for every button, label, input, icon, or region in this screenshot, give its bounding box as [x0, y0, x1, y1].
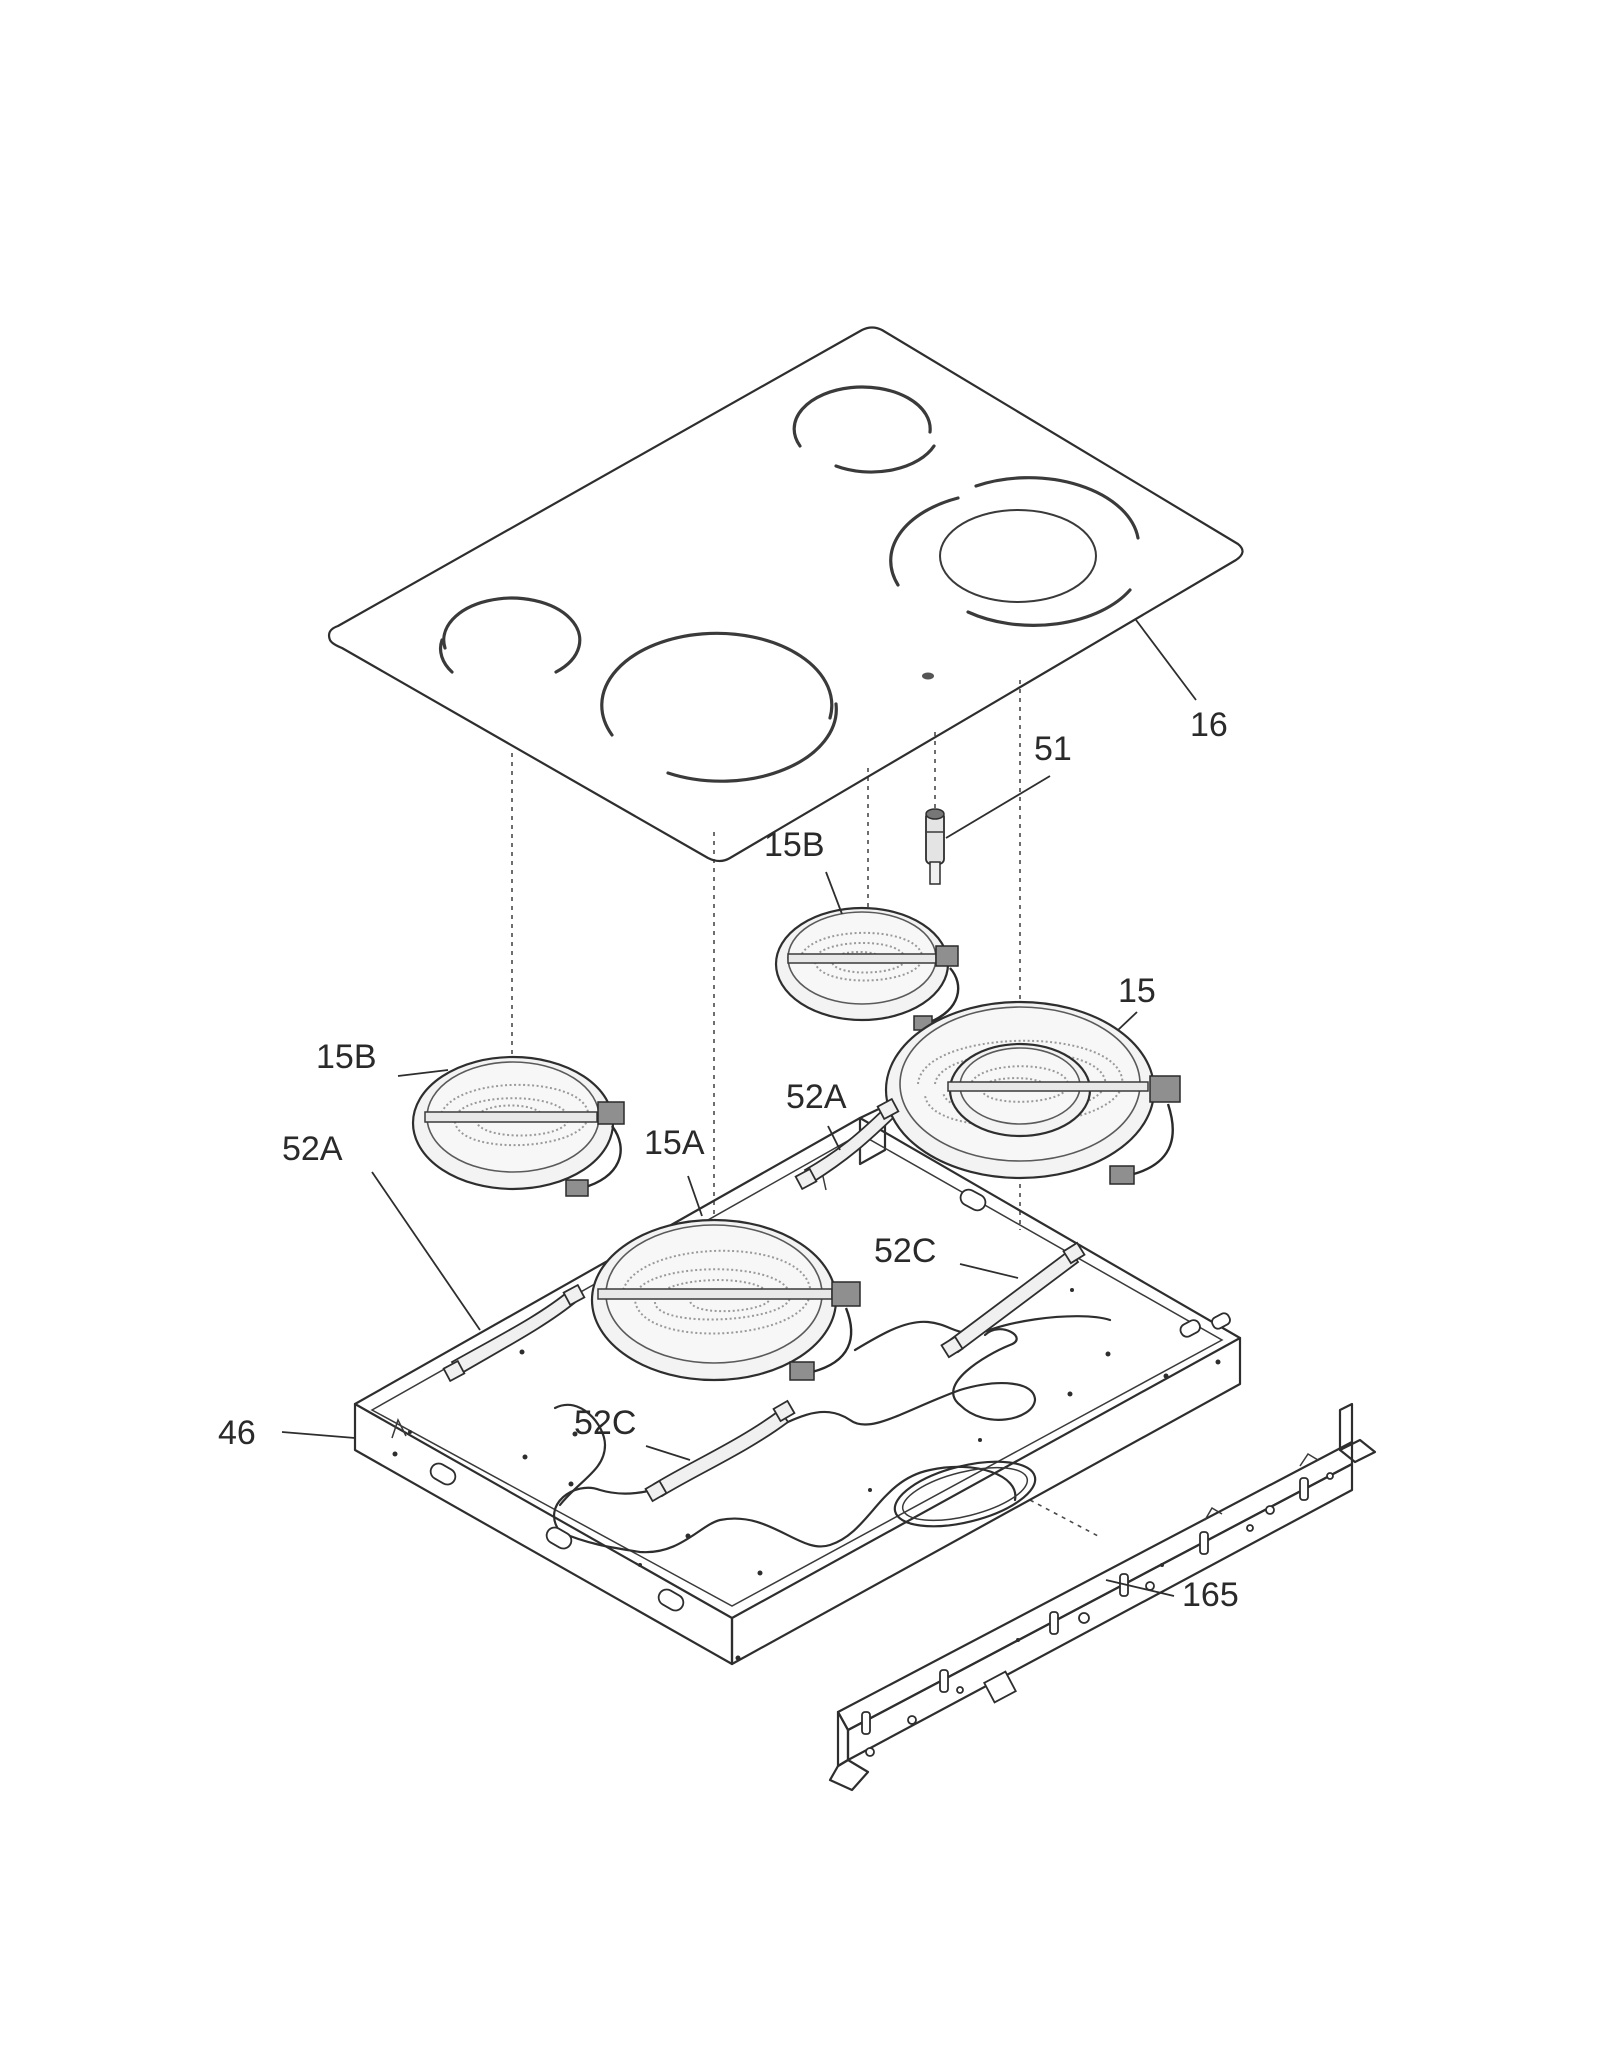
callout-16: 16	[1190, 706, 1228, 744]
callout-52c-bottom: 52C	[574, 1404, 636, 1442]
dual-radiant-element-15	[884, 1000, 1181, 1185]
mounting-bracket	[828, 1402, 1377, 1792]
callout-labels: 16 51 15B 15 15B 52A 15A 52A 52C 46 52C …	[218, 706, 1239, 1614]
indicator-lamp	[925, 808, 945, 885]
callout-51: 51	[1034, 730, 1072, 768]
callout-46: 46	[218, 1414, 256, 1452]
radiant-element-15a	[590, 1218, 861, 1382]
strap-52c-bottom	[644, 1399, 796, 1503]
callout-15b-left: 15B	[316, 1038, 377, 1076]
radiant-element-15b-left	[411, 1055, 625, 1197]
callout-15a: 15A	[644, 1124, 705, 1162]
radiant-element-15b-top	[774, 906, 960, 1031]
glass-cooktop	[327, 326, 1244, 863]
callout-165: 165	[1182, 1576, 1239, 1614]
callout-15: 15	[1118, 972, 1156, 1010]
callout-15b-top: 15B	[764, 826, 825, 864]
callout-52a-left: 52A	[282, 1130, 343, 1168]
callout-52a-right: 52A	[786, 1078, 847, 1116]
burner-box	[353, 1104, 1242, 1666]
leader-lines	[281, 619, 1197, 1597]
callout-52c-right: 52C	[874, 1232, 936, 1270]
strap-52a-right	[794, 1097, 900, 1191]
strap-52c-right	[940, 1241, 1086, 1359]
strap-52a-left	[442, 1283, 586, 1383]
alignment-lines	[511, 680, 1099, 1537]
